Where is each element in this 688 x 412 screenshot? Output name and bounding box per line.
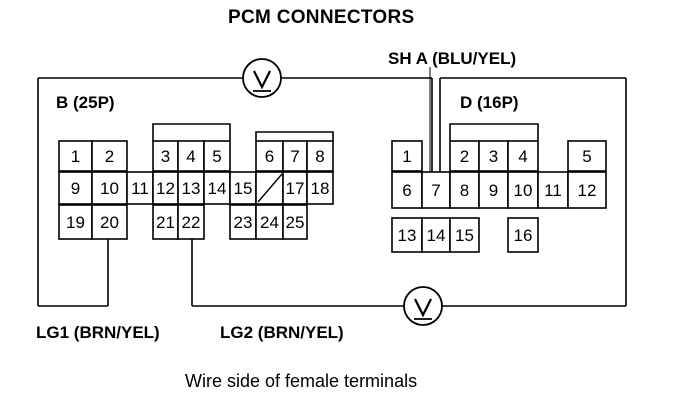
connector-b-terminal-8-label: 8: [315, 147, 324, 166]
connector-d-terminal-1-label: 1: [402, 147, 411, 166]
connector-d-terminal-8-label: 8: [460, 181, 469, 200]
connector-b-terminal-11-label: 11: [131, 179, 149, 198]
connector-d-terminal-13: [391, 217, 423, 253]
connector-d-key-tab: [449, 123, 539, 141]
connector-d-terminal-16-label: 16: [514, 226, 533, 245]
connector-b-terminal-19: [58, 204, 93, 240]
connector-d-terminal-3: [478, 140, 509, 172]
lg2-wire-label: LG2 (BRN/YEL): [220, 323, 344, 342]
connector-b-terminal-21-label: 21: [156, 213, 175, 232]
connector-b-terminal-9-label: 9: [71, 179, 80, 198]
connector-b-terminal-24-label: 24: [260, 213, 279, 232]
connector-d-terminal-9: [478, 171, 509, 209]
connector-b-terminal-9: [58, 171, 93, 205]
connector-b-terminal-6-label: 6: [265, 147, 274, 166]
connector-b-terminal-12: [152, 171, 179, 205]
connector-b-terminal-13-label: 13: [182, 179, 201, 198]
connector-b-terminal-18-label: 18: [311, 179, 330, 198]
connector-d-terminal-13-label: 13: [398, 226, 417, 245]
connector-d-terminal-1: [391, 140, 423, 172]
voltmeter-icon: [403, 286, 443, 326]
connector-b-terminal-17-label: 17: [286, 179, 305, 198]
connector-b-blank-slash: [257, 173, 283, 203]
connector-b-terminal-22-label: 22: [182, 213, 201, 232]
connector-b-terminal-8: [306, 140, 334, 172]
connector-d-terminal-2-label: 2: [460, 147, 469, 166]
connector-d-terminal-10: [507, 171, 539, 209]
voltmeter-icon-v-glyph: [414, 298, 432, 318]
connector-d-terminal-5-label: 5: [582, 147, 591, 166]
connector-b-terminal-2-label: 2: [105, 147, 114, 166]
connector-d-terminal-11-label: 11: [544, 181, 562, 200]
connector-b-terminal-15-label: 15: [234, 179, 253, 198]
connector-b-terminal-21: [152, 204, 179, 240]
sh-a-wire-label: SH A (BLU/YEL): [388, 49, 517, 68]
connector-d-terminal-14-label: 14: [427, 226, 446, 245]
connector-b-terminal-20-label: 20: [100, 213, 119, 232]
connector-b-terminal-7: [282, 140, 308, 172]
connector-d-terminal-11: [537, 171, 569, 209]
connector-b-terminal-25-label: 25: [286, 213, 305, 232]
connector-b-terminal-10-label: 10: [100, 179, 119, 198]
connector-d-terminal-12: [567, 171, 607, 209]
connector-d-terminal-2: [449, 140, 480, 172]
connector-d-terminal-5: [567, 140, 607, 172]
connector-b-terminal-5-label: 5: [212, 147, 221, 166]
diagram-caption: Wire side of female terminals: [185, 371, 418, 391]
connector-b-terminal-14-label: 14: [208, 179, 227, 198]
voltmeter-icon-v-glyph: [253, 70, 271, 90]
connector-b-terminal-18: [306, 171, 334, 205]
connector-b-terminal-20: [91, 204, 128, 240]
connector-d-terminal-15: [449, 217, 480, 253]
connector-d-terminal-12-label: 12: [578, 181, 597, 200]
connector-b-terminal-25: [282, 204, 308, 240]
connector-b-key-tab: [152, 123, 231, 141]
connector-b-terminal-22: [177, 204, 205, 240]
connector-b-terminal-23: [229, 204, 257, 240]
connector-b-terminal-23-label: 23: [234, 213, 253, 232]
connector-d-terminal-6: [391, 171, 423, 209]
connector-b-terminal-2: [91, 140, 128, 172]
connector-b-terminal-3-label: 3: [161, 147, 170, 166]
connector-b-name: B (25P): [56, 93, 115, 112]
connector-b-terminal-3: [152, 140, 179, 172]
connector-d-terminal-10-label: 10: [514, 181, 533, 200]
connector-d-terminal-6-label: 6: [402, 181, 411, 200]
connector-d-name: D (16P): [460, 93, 519, 112]
connector-b-terminal-12-label: 12: [156, 179, 175, 198]
connector-d-terminal-9-label: 9: [489, 181, 498, 200]
connector-b-terminal-19-label: 19: [66, 213, 85, 232]
connector-b-terminal-4-label: 4: [186, 147, 195, 166]
connector-d-terminal-3-label: 3: [489, 147, 498, 166]
connector-b-terminal-10: [91, 171, 128, 205]
connector-b-terminal-5: [203, 140, 231, 172]
connector-b-terminal-1: [58, 140, 93, 172]
voltmeter-icon: [242, 58, 282, 98]
connector-d-terminal-4-label: 4: [518, 147, 527, 166]
connector-b-terminal-7-label: 7: [290, 147, 299, 166]
connector-b-key-tab: [255, 131, 334, 141]
lg1-wire-label: LG1 (BRN/YEL): [36, 323, 160, 342]
connector-d-terminal-16: [507, 217, 539, 253]
connector-d-terminal-7-label: 7: [431, 181, 440, 200]
connector-d-terminal-4: [507, 140, 539, 172]
connector-d-terminal-15-label: 15: [455, 226, 474, 245]
connector-b-terminal-17: [282, 171, 308, 205]
connector-b-terminal-1-label: 1: [71, 147, 80, 166]
diagram-title: PCM CONNECTORS: [228, 7, 415, 28]
